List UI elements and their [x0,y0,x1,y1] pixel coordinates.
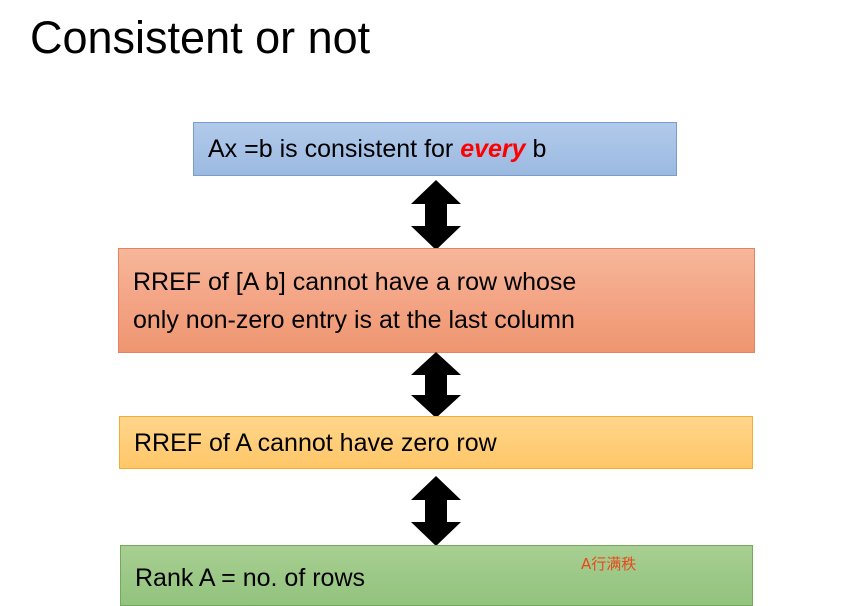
premise-emphasis-every: every [460,135,526,163]
flow-box-rref-augmented-line2: only non-zero entry is at the last colum… [133,305,575,334]
flow-box-rref-augmented-line1: RREF of [A b] cannot have a row whose [133,267,577,296]
double-headed-vertical-arrow-icon [409,180,463,250]
page-title: Consistent or not [30,12,371,63]
premise-text-after: b [525,135,547,163]
flow-box-premise[interactable]: Ax =b is consistent for every b [193,122,677,176]
double-headed-vertical-arrow-icon [409,352,463,418]
flow-box-rank-annotation: A行满秩 [581,555,637,573]
double-headed-vertical-arrow-icon [409,476,463,546]
flow-box-premise-text: Ax =b is consistent for every b [208,134,676,164]
flow-box-rref-a-text: RREF of A cannot have zero row [134,428,497,457]
flow-box-rref-augmented[interactable]: RREF of [A b] cannot have a row whose on… [118,248,755,353]
flow-box-rank[interactable]: Rank A = no. of rows A行满秩 [120,545,753,606]
flow-box-rank-text: Rank A = no. of rows [135,564,365,592]
premise-text-before: Ax =b is consistent for [208,135,461,163]
flow-box-rref-a[interactable]: RREF of A cannot have zero row [119,416,753,469]
